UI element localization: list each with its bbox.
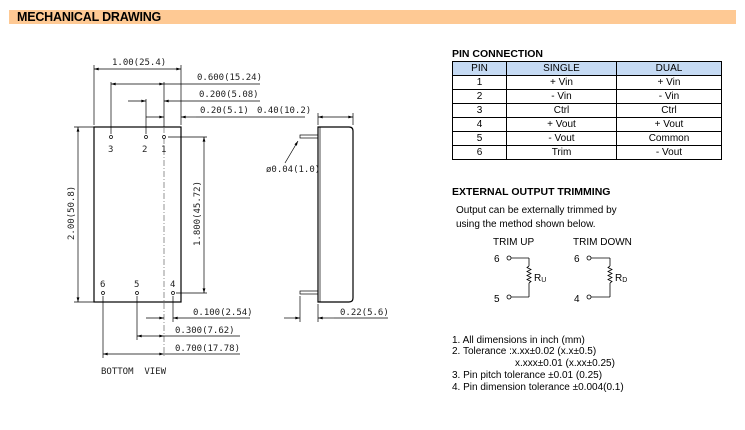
cell: Ctrl <box>506 103 617 118</box>
pin-label-3: 3 <box>108 145 113 155</box>
cell: 5 <box>452 131 507 146</box>
trimming-description-line2: using the method shown below. <box>456 219 596 230</box>
cell: 6 <box>452 145 507 160</box>
column-header: SINGLE <box>506 61 617 76</box>
column-header: DUAL <box>616 61 722 76</box>
trimming-title: EXTERNAL OUTPUT TRIMMING <box>452 186 611 198</box>
pin-connection-title: PIN CONNECTION <box>452 48 544 60</box>
dim-length: 2.00(50.8) <box>67 186 77 240</box>
cell: Common <box>616 131 722 146</box>
cell: + Vin <box>616 75 722 90</box>
trim-down-bottom-pin: 4 <box>574 294 580 305</box>
cell: Ctrl <box>616 103 722 118</box>
dim-0300: 0.300(7.62) <box>175 326 235 336</box>
note-4: 4. Pin dimension tolerance ±0.004(0.1) <box>452 382 624 393</box>
section-header: MECHANICAL DRAWING <box>9 10 736 24</box>
resistor-down-label: RD <box>615 273 627 284</box>
trim-up-bottom-pin: 5 <box>494 294 500 305</box>
dim-0100: 0.100(2.54) <box>193 308 253 318</box>
dim-pin-span: 1.800(45.72) <box>193 181 203 246</box>
note-1: 1. All dimensions in inch (mm) <box>452 335 585 346</box>
dim-pitch-0600: 0.600(15.24) <box>197 73 262 83</box>
section-title: MECHANICAL DRAWING <box>17 10 162 24</box>
dim-pin-length: 0.22(5.6) <box>340 308 389 318</box>
note-2-continued: x.xxx±0.01 (x.xx±0.25) <box>515 358 615 369</box>
pin-label-5: 5 <box>134 280 139 290</box>
trim-down-top-pin: 6 <box>574 254 580 265</box>
note-3: 3. Pin pitch tolerance ±0.01 (0.25) <box>452 370 603 381</box>
cell: 2 <box>452 89 507 104</box>
dim-pitch-0200: 0.200(5.08) <box>199 90 259 100</box>
table-row: 4+ Vout+ Vout <box>452 117 722 132</box>
cell: - Vout <box>506 131 617 146</box>
dim-height-side: 0.40(10.2) <box>257 106 311 116</box>
pin-label-4: 4 <box>170 280 175 290</box>
pin-label-1: 1 <box>161 145 166 155</box>
cell: 1 <box>452 75 507 90</box>
pin-label-6: 6 <box>100 280 105 290</box>
dim-0700: 0.700(17.78) <box>175 344 240 354</box>
cell: Trim <box>506 145 617 160</box>
cell: 3 <box>452 103 507 118</box>
table-row: 2- Vin- Vin <box>452 89 722 104</box>
note-2: 2. Tolerance :x.xx±0.02 (x.x±0.5) <box>452 346 597 357</box>
module-body-side-view <box>317 126 354 303</box>
trimming-description-line1: Output can be externally trimmed by <box>456 205 617 216</box>
trim-up-top-pin: 6 <box>494 254 500 265</box>
cell: - Vout <box>616 145 722 160</box>
dim-pin-diameter: ø0.04(1.0) <box>266 165 320 175</box>
cell: - Vin <box>616 89 722 104</box>
table-row: 1+ Vin+ Vin <box>452 75 722 90</box>
pin-label-2: 2 <box>142 145 147 155</box>
view-label: BOTTOM VIEW <box>101 367 167 377</box>
column-header: PIN <box>452 61 507 76</box>
trim-up-label: TRIM UP <box>493 237 535 248</box>
cell: 4 <box>452 117 507 132</box>
cell: + Vout <box>616 117 722 132</box>
trim-down-label: TRIM DOWN <box>573 237 632 248</box>
cell: + Vout <box>506 117 617 132</box>
cell: + Vin <box>506 75 617 90</box>
table-header-row: PIN SINGLE DUAL <box>452 61 722 76</box>
cell: - Vin <box>506 89 617 104</box>
dim-edge-020: 0.20(5.1) <box>200 106 249 116</box>
module-body-bottom-view <box>93 126 182 303</box>
pin-connection-table: PIN SINGLE DUAL 1+ Vin+ Vin 2- Vin- Vin … <box>452 61 722 160</box>
dim-width: 1.00(25.4) <box>112 58 166 68</box>
resistor-up-label: RU <box>534 273 546 284</box>
